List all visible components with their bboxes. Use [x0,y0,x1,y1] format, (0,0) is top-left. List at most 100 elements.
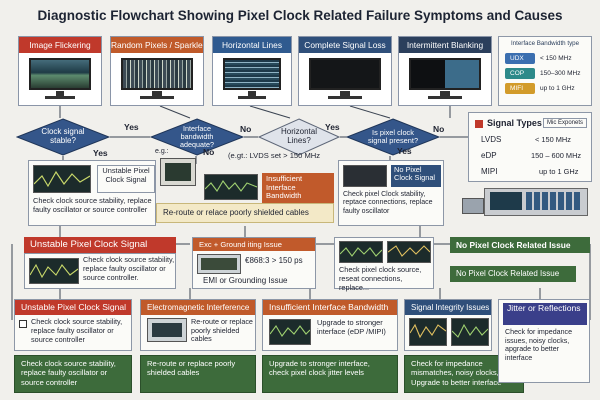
test-equipment-icon [462,188,592,228]
check-source-card: Check pixel clock source, reseat connect… [334,237,434,292]
no-clock-title: No Pixel Clock Signal [391,165,441,187]
bottom-header: Signal Integrity Issues [405,300,491,315]
no-label: No [203,147,215,157]
cable-device-icon [147,318,187,342]
monitor-icon [409,58,481,90]
symptom-card-intermittent-blanking: Intermittent Blanking [398,36,492,106]
no-clock-text: Check pixel Clock stability, reptace con… [343,191,433,215]
monitor-icon [29,58,91,90]
no-label: No [433,124,445,134]
signal-name: eDP [481,151,497,160]
decision-text: Clock signal stable? [41,127,85,145]
reroute-cables-note: Re-route or relace poorly shielded cable… [156,203,334,223]
yes-label: Yes [93,148,108,158]
yes-label: Yes [397,146,412,156]
emi-grounding-card: Exc + Ground iting Issue €868:3 > 150 ps… [192,237,316,289]
yes-label: Yes [325,122,340,132]
bottom-header: Electromagnetic Interference [141,300,255,315]
bandwidth-meter-icon [160,158,196,186]
legend-title: Interface Bandwidth type [510,40,580,47]
bottom-signal-integrity-card: Signal Integrity Issues [404,299,492,351]
symptom-card-horizontal-lines: Horizontal Lines [212,36,292,106]
check-source-text: Check pixel clock source, reseat connect… [339,265,422,292]
unstable-clock-detail: Check clock source stability, replace fa… [24,253,176,289]
signal-value: 150 – 600 MHz [531,151,582,160]
legend-row: MIFI up to 1 GHz [505,83,587,94]
symptom-header: Intermittent Blanking [399,37,491,53]
symptom-card-random-pixels: Random Pixels / Sparkles [110,36,204,106]
legend-value: 150–300 MHz [540,70,581,77]
emi-header: Exc + Ground iting Issue [193,238,315,251]
symptom-card-image-flickering: Image Flickering [18,36,102,106]
interface-bandwidth-legend: Interface Bandwidth type UDX < 150 MHz C… [498,36,592,106]
no-label: No [240,124,252,134]
legend-tag: COP [505,68,535,79]
oscilloscope-icon [269,319,311,345]
symptom-header: Random Pixels / Sparkles [111,37,203,53]
unstable-clock-text: Check clock source stability, replace fa… [33,196,152,214]
monitor-icon [121,58,193,90]
unstable-clock-title: Unstable Pixel Clock Signal [97,165,155,193]
bottom-jitter-card: Jitter or Reflections Check for impedanc… [498,299,590,383]
scope-device-icon [197,254,241,274]
signal-name: LVDS [481,135,502,144]
signal-types-badge: Mic Exponets [543,118,587,128]
decision-text: Horizontal Lines? [280,127,317,145]
signal-value: < 150 MHz [535,135,571,144]
insufficient-bandwidth-card: Insufficient Interface Bandwidth [262,173,334,203]
no-related-issue-result: No Pixel Clock Related Issue [450,266,576,282]
oscilloscope-icon [29,258,79,284]
legend-value: < 150 MHz [540,55,572,62]
decision-bandwidth: Interface bandwidth adequate? [150,118,244,156]
signal-name: MIPI [481,167,498,176]
oscilloscope-icon [33,165,91,193]
checkbox-icon [19,320,27,328]
lvds-note: (e.gt.: LVDS set > 150 MHz [228,151,321,160]
bottom-result-bandwidth: Upgrade to stronger interface, check pix… [262,355,398,393]
signal-types-icon [475,120,483,128]
symptom-card-signal-loss: Complete Signal Loss [298,36,392,106]
oscilloscope-icon [409,318,447,346]
symptom-header: Horizontal Lines [213,37,291,53]
bottom-text: Check clock source stability, replace fa… [31,317,123,344]
legend-tag: UDX [505,53,535,64]
legend-row: COP 150–300 MHz [505,68,587,79]
bandwidth-scope-icon [204,174,258,200]
monitor-icon [343,165,387,187]
emi-value: €868:3 > 150 ps [245,256,303,265]
eg-label: e.g.: [155,148,169,155]
bottom-result-unstable: Check clock source stability, replace fa… [14,355,132,393]
bottom-text: Upgrade to stronger interface (eDP /MIPI… [317,318,386,336]
unstable-clock-card: Unstable Pixel Clock Signal Check clock … [28,160,156,226]
bottom-header: Jitter or Reflections [503,303,587,325]
signal-types-panel: Signal Types Mic Exponets LVDS < 150 MHz… [468,112,592,182]
decision-text: Interface bandwidth adequate? [180,124,214,149]
oscilloscope-icon [451,318,489,346]
legend-row: UDX < 150 MHz [505,53,587,64]
signal-value: up to 1 GHz [539,167,579,176]
emi-caption: EMI or Grounding Issue [203,276,288,285]
bottom-result-emi: Re-route or replace poorly shielded cabl… [140,355,256,393]
page-title: Diagnostic Flowchart Showing Pixel Clock… [37,8,563,23]
bottom-text: Check for impedance issues, noisy clocks… [505,328,573,362]
legend-tag: MIFI [505,83,535,94]
bottom-emi-card: Electromagnetic Interference Re-route or… [140,299,256,351]
unstable-clock-header: Unstable Pixel Clock Signal [24,237,176,253]
symptom-header: Image Flickering [19,37,101,53]
decision-clock-stable: Clock signal stable? [16,118,110,156]
symptom-header: Complete Signal Loss [299,37,391,53]
bottom-text: Re-route or replace poorly shielded cabl… [191,317,253,344]
decision-horizontal-lines: Horizontal Lines? [258,118,340,156]
bottom-unstable-card: Unstable Pixel Clock Signal Check clock … [14,299,132,351]
yes-label: Yes [124,122,139,132]
unstable-clock-detail-text: Check clock source stability, replace fa… [83,255,175,282]
decision-clock-present: Is pixel clock signal present? [346,118,440,156]
legend-value: up to 1 GHz [540,85,575,92]
oscilloscope-icon [387,241,431,263]
oscilloscope-icon [339,241,383,263]
monitor-icon [309,58,381,90]
signal-types-title: Signal Types [487,118,542,128]
decision-text: Is pixel clock signal present? [367,127,419,145]
no-clock-card: No Pixel Clock Signal Check pixel Clock … [338,160,444,226]
